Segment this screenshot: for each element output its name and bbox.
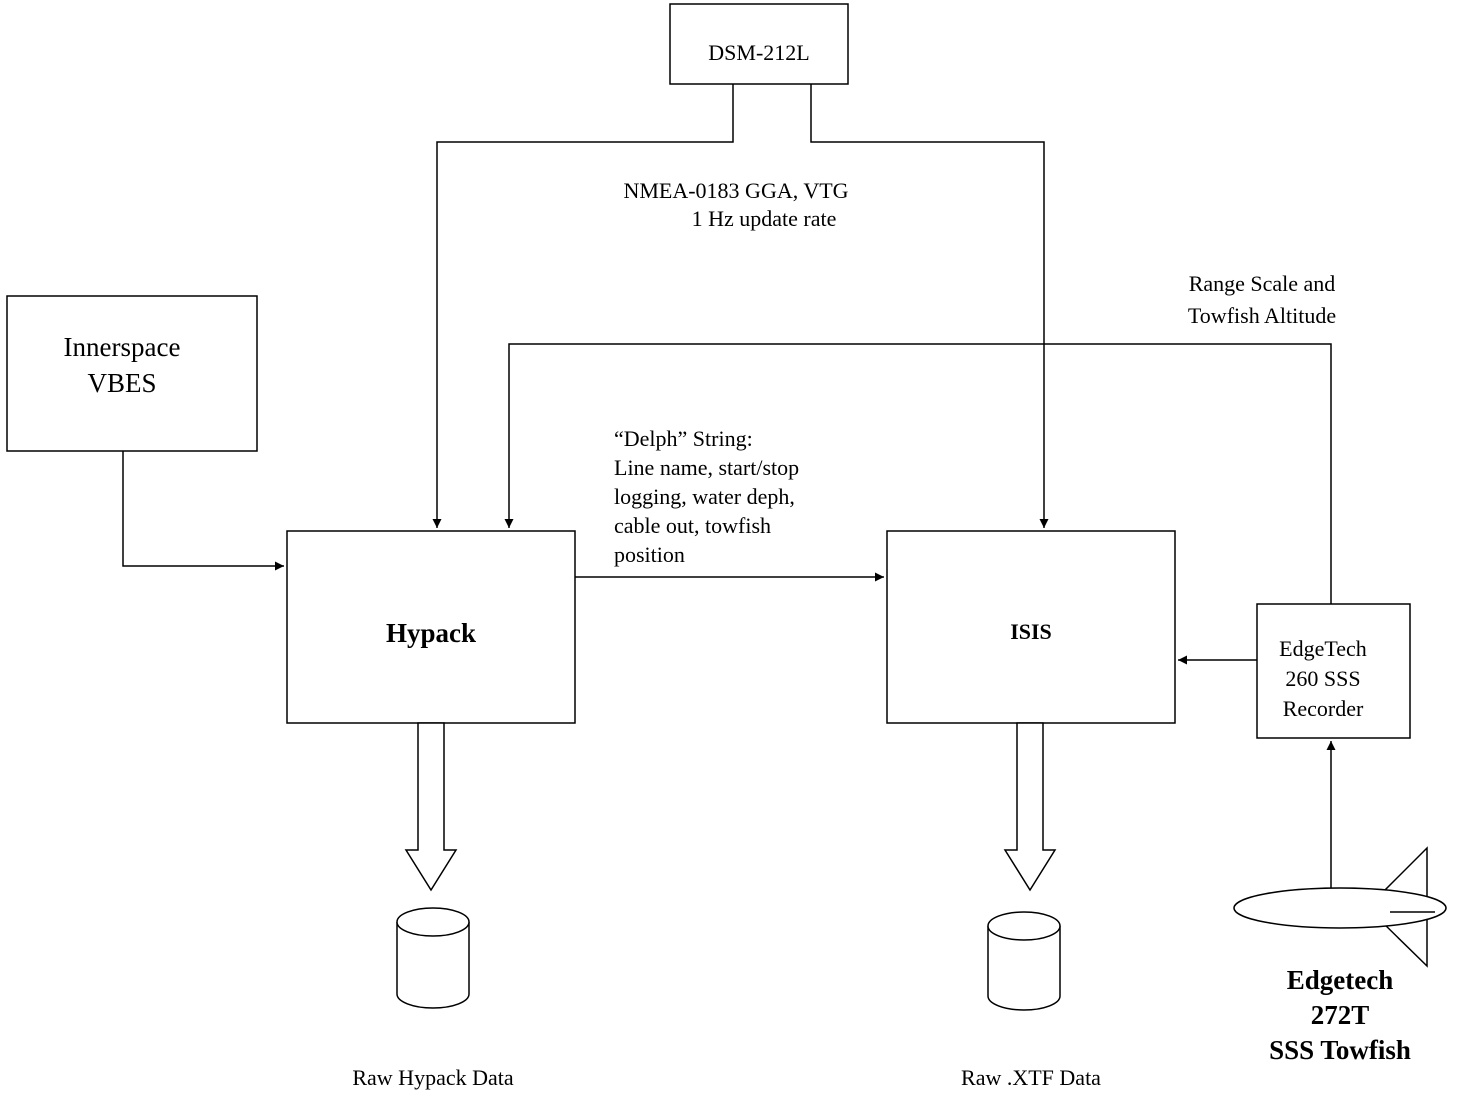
recorder-to-hypack-arrow [504,343,1332,604]
isis-box [886,530,1176,724]
delph-label-line5: position [614,542,685,567]
hypack-data-label: Raw Hypack Data [352,1065,514,1090]
towfish-label-line2: 272T [1311,1000,1370,1030]
recorder-label-line3: Recorder [1283,696,1364,721]
dsm-212l-node: DSM-212L [669,3,849,85]
delph-string-annotation: “Delph” String: Line name, start/stop lo… [614,426,799,567]
innerspace-vbes-node: Innerspace VBES [6,295,258,452]
xtf-data-label: Raw .XTF Data [961,1065,1101,1090]
xtf-db-body [987,926,1061,1011]
range-label-line1: Range Scale and [1189,271,1336,296]
recorder-label-line1: EdgeTech [1279,636,1367,661]
hypack-node: Hypack [286,530,576,724]
dsm-to-hypack-arrow [432,84,734,528]
towfish-label-line3: SSS Towfish [1269,1035,1411,1065]
hypack-label: Hypack [386,618,476,648]
innerspace-vbes-box [6,295,258,452]
dsm-to-isis-arrow [810,84,1049,528]
towfish-icon [1233,846,1447,968]
innerspace-to-hypack-arrow [122,451,284,571]
innerspace-label-line2: VBES [87,368,156,398]
isis-label: ISIS [1010,619,1052,644]
edgetech-recorder-node: EdgeTech 260 SSS Recorder [1256,603,1411,739]
towfish-body [1233,887,1447,929]
recorder-label-line2: 260 SSS [1285,666,1360,691]
hypack-box [286,530,576,724]
hypack-output-arrow [404,722,458,892]
edgetech-recorder-box [1256,603,1411,739]
isis-output-arrow [1003,722,1057,892]
delph-label-line2: Line name, start/stop [614,455,799,480]
dsm-212l-box [669,3,849,85]
delph-label-line1: “Delph” String: [614,426,753,451]
innerspace-label-line1: Innerspace [64,332,181,362]
dsm-212l-label: DSM-212L [708,40,809,65]
hypack-db-body [396,922,470,1009]
range-label-line2: Towfish Altitude [1188,303,1336,328]
nmea-label-line1: NMEA-0183 GGA, VTG [623,178,848,203]
hypack-database-icon [396,907,470,1009]
isis-node: ISIS [886,530,1176,724]
delph-label-line3: logging, water deph, [614,484,795,509]
nmea-label-line2: 1 Hz update rate [692,206,837,231]
towfish-label-line1: Edgetech [1287,965,1393,995]
xtf-database-icon [987,911,1061,1011]
hypack-db-top [396,907,470,937]
delph-label-line4: cable out, towfish [614,513,771,538]
xtf-db-top [987,911,1061,941]
